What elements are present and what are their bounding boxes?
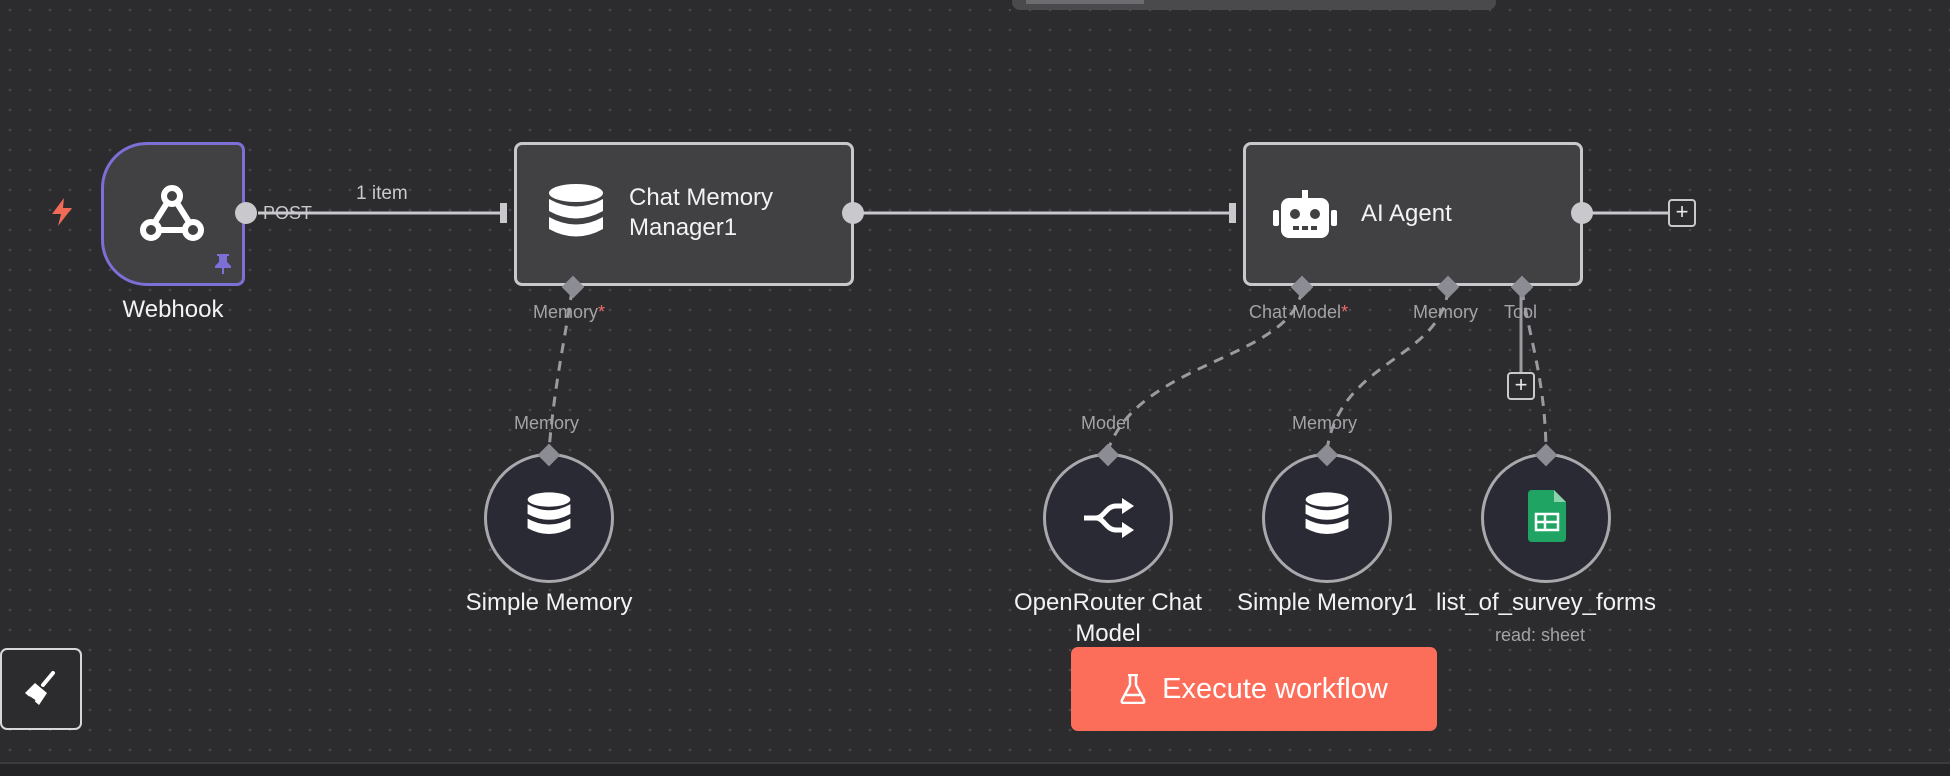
top-toolbar-segment — [1026, 0, 1144, 4]
simple-memory1-node[interactable] — [1262, 453, 1392, 583]
connection-memory-to-simple-memory1[interactable] — [1325, 289, 1450, 451]
openrouter-chat-model-node[interactable] — [1043, 453, 1173, 583]
chat-memory-manager-output-handle[interactable] — [842, 202, 864, 224]
ai-agent-memory-port-label: Memory — [1413, 302, 1479, 322]
ai-agent-title: AI Agent — [1361, 200, 1452, 227]
database-icon — [527, 492, 571, 535]
simple-memory-port-label: Memory — [514, 413, 580, 433]
ai-agent-add-tool-button[interactable]: + — [1507, 372, 1535, 400]
simple-memory-title: Simple Memory — [465, 589, 633, 616]
list-of-survey-forms-title: list_of_survey_forms — [1435, 589, 1657, 616]
google-sheets-icon — [1528, 490, 1566, 542]
simple-memory1-port-label: Memory — [1292, 413, 1358, 433]
execute-workflow-label: Execute workflow — [1162, 672, 1388, 705]
chat-memory-manager-title-line2: Manager1 — [629, 214, 738, 241]
list-of-survey-forms-subtitle: read: sheet — [1495, 625, 1586, 645]
chat-memory-manager-title-line1: Chat Memory — [629, 184, 774, 211]
ai-agent-node[interactable]: AI Agent — [1243, 142, 1583, 286]
openrouter-icon — [1084, 498, 1134, 538]
execute-workflow-button[interactable]: Execute workflow — [1071, 647, 1437, 731]
webhook-icon — [140, 185, 204, 241]
simple-memory-node[interactable] — [484, 453, 614, 583]
openrouter-port-label: Model — [1081, 413, 1131, 433]
webhook-method-label: POST — [263, 203, 313, 223]
top-toolbar — [1012, 0, 1496, 10]
ai-agent-add-node-button[interactable]: + — [1668, 199, 1696, 227]
memory-manager-memory-port-label: Memory* — [533, 302, 606, 322]
ai-agent-output-handle[interactable] — [1571, 202, 1593, 224]
input-handle-memory-manager[interactable] — [500, 203, 507, 223]
connection-item-count: 1 item — [356, 183, 408, 204]
connection-chat-model-to-openrouter[interactable] — [1106, 289, 1304, 451]
simple-memory1-title: Simple Memory1 — [1236, 589, 1418, 616]
pin-icon — [215, 254, 231, 274]
ai-agent-tool-port-label: Tool — [1504, 302, 1538, 322]
input-handle-ai-agent[interactable] — [1229, 203, 1236, 223]
robot-icon — [1273, 190, 1337, 238]
database-icon — [1305, 492, 1349, 535]
trigger-bolt-icon — [52, 198, 72, 226]
database-icon — [549, 184, 603, 237]
broom-icon — [25, 671, 55, 705]
openrouter-title-line2: Model — [1075, 620, 1141, 647]
clear-execution-button[interactable] — [0, 648, 82, 730]
webhook-title: Webhook — [122, 296, 224, 323]
chat-memory-manager-node[interactable]: Chat Memory Manager1 — [514, 142, 854, 286]
ai-agent-chat-model-port-label: Chat Model* — [1249, 302, 1349, 322]
list-of-survey-forms-node[interactable] — [1481, 453, 1611, 583]
bottom-panel-edge — [0, 762, 1950, 776]
openrouter-title-line1: OpenRouter Chat — [1013, 589, 1203, 616]
webhook-node[interactable] — [101, 142, 245, 286]
flask-icon — [1120, 674, 1146, 704]
connection-tool-to-sheets[interactable] — [1520, 289, 1548, 451]
connection-memory-to-simple-memory[interactable] — [547, 289, 574, 451]
webhook-output-handle[interactable] — [235, 202, 257, 224]
